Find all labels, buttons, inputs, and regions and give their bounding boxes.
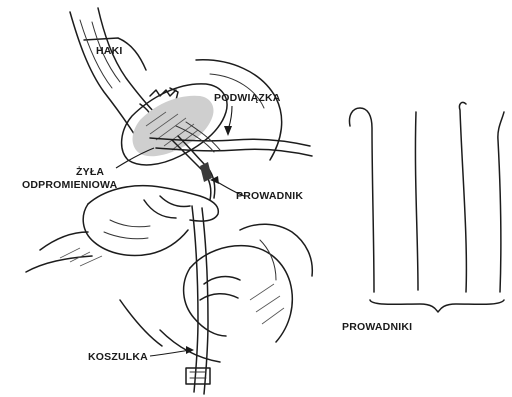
- label-podwiazka: PODWIĄZKA: [214, 92, 281, 104]
- upper-hand-drawing: [26, 186, 218, 272]
- guidewire-straight-2: [459, 102, 466, 292]
- guidewires-illustration: [349, 102, 504, 312]
- guidewire-j-tip: [349, 108, 374, 292]
- sheath-drawing: [186, 206, 210, 394]
- label-prowadnik: PROWADNIK: [236, 190, 303, 202]
- guidewire-straight-1: [415, 112, 418, 290]
- label-haki: HAKI: [96, 45, 122, 57]
- label-zyla-line1: ŻYŁA: [76, 166, 104, 178]
- label-prowadniki: PROWADNIKI: [342, 321, 412, 333]
- lower-hand-drawing: [120, 224, 312, 362]
- label-zyla-line2: ODPROMIENIOWA: [22, 179, 117, 191]
- label-koszulka: KOSZULKA: [88, 351, 148, 363]
- guidewires-brace: [370, 300, 504, 312]
- guidewire-angled-tip: [498, 112, 504, 292]
